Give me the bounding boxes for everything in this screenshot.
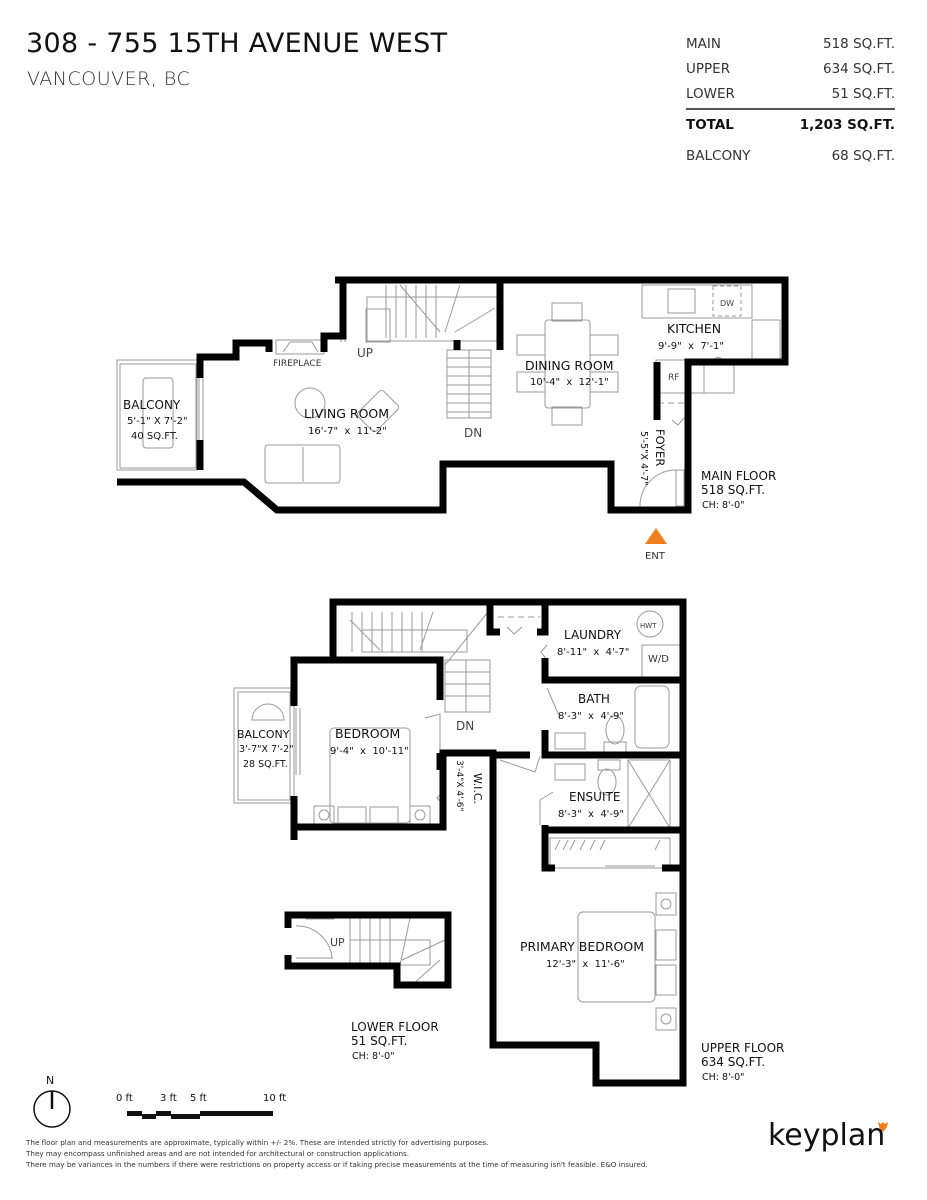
bath-name: BATH bbox=[578, 692, 610, 706]
dining-room-dims: 10'-4" x 12'-1" bbox=[530, 377, 609, 388]
bedroom-dims: 9'-4" x 10'-11" bbox=[330, 746, 409, 757]
fox-logo-icon bbox=[878, 1122, 888, 1132]
area-label: BALCONY bbox=[686, 148, 751, 164]
area-row-total: TOTAL 1,203 SQ.FT. bbox=[686, 108, 895, 138]
north-compass-icon bbox=[33, 1090, 71, 1128]
area-value: 518 SQ.FT. bbox=[822, 36, 895, 52]
upper-floor-label: UPPER FLOOR bbox=[701, 1041, 784, 1055]
lower-floor-label: LOWER FLOOR bbox=[351, 1020, 439, 1034]
area-value: 634 SQ.FT. bbox=[822, 61, 895, 77]
area-row-upper: UPPER 634 SQ.FT. bbox=[686, 57, 895, 82]
bath-dims: 8'-3" x 4'-9" bbox=[558, 711, 624, 722]
main-floor-ceiling: CH: 8'-0" bbox=[702, 500, 745, 511]
north-label: N bbox=[46, 1074, 54, 1087]
area-label: UPPER bbox=[686, 61, 731, 77]
wic-dims: 3'-4"X 4'-6" bbox=[454, 760, 464, 812]
primary-bedroom-name: PRIMARY BEDROOM bbox=[520, 939, 644, 954]
scale-tick-0: 0 ft bbox=[116, 1093, 133, 1104]
primary-bedroom-dims: 12'-3" x 11'-6" bbox=[546, 959, 625, 970]
property-address: 308 - 755 15TH AVENUE WEST bbox=[26, 28, 448, 59]
area-row-lower: LOWER 51 SQ.FT. bbox=[686, 82, 895, 107]
area-summary-table: MAIN 518 SQ.FT. UPPER 634 SQ.FT. LOWER 5… bbox=[686, 32, 895, 169]
wic-name: W.I.C. bbox=[471, 773, 484, 804]
upper-stairs-dn-label: DN bbox=[456, 719, 474, 733]
upper-balcony-area: 28 SQ.FT. bbox=[243, 759, 288, 770]
foyer-name: FOYER bbox=[653, 429, 667, 466]
entrance-marker-icon bbox=[645, 528, 667, 544]
scale-tick-10: 10 ft bbox=[263, 1093, 286, 1104]
area-label: LOWER bbox=[686, 86, 735, 102]
main-balcony-dims: 5'-1" X 7'-2" bbox=[127, 416, 188, 427]
lower-stairs-up-label: UP bbox=[330, 936, 345, 949]
ensuite-name: ENSUITE bbox=[569, 790, 620, 804]
main-balcony-area: 40 SQ.FT. bbox=[131, 431, 178, 442]
property-city: VANCOUVER, BC bbox=[27, 68, 191, 90]
main-balcony-name: BALCONY bbox=[123, 398, 181, 412]
area-row-main: MAIN 518 SQ.FT. bbox=[686, 32, 895, 57]
main-floor-area: 518 SQ.FT. bbox=[701, 483, 765, 497]
disclaimer: The floor plan and measurements are appr… bbox=[26, 1137, 648, 1170]
area-label: MAIN bbox=[686, 36, 721, 52]
upper-floor-area: 634 SQ.FT. bbox=[701, 1055, 765, 1069]
area-row-balcony: BALCONY 68 SQ.FT. bbox=[686, 144, 895, 169]
lower-floor-ceiling: CH: 8'-0" bbox=[352, 1051, 395, 1062]
foyer-dims: 5'-5"X 4'-7" bbox=[638, 431, 649, 486]
upper-balcony-name: BALCONY bbox=[237, 728, 290, 741]
upper-floor-walls bbox=[290, 598, 687, 1087]
entrance-label: ENT bbox=[645, 551, 666, 562]
kitchen-name: KITCHEN bbox=[667, 321, 721, 336]
disclaimer-line: The floor plan and measurements are appr… bbox=[26, 1138, 489, 1147]
disclaimer-line: There may be variances in the numbers if… bbox=[26, 1160, 648, 1169]
fridge-label: RF bbox=[668, 373, 679, 383]
area-value: 51 SQ.FT. bbox=[831, 86, 895, 102]
disclaimer-line: They may encompass unfinished areas and … bbox=[26, 1149, 410, 1158]
living-room-dims: 16'-7" x 11'-2" bbox=[308, 426, 387, 437]
lower-floor-area: 51 SQ.FT. bbox=[351, 1034, 407, 1048]
dining-room-name: DINING ROOM bbox=[525, 358, 614, 373]
area-label: TOTAL bbox=[686, 117, 734, 133]
main-floor-walls bbox=[117, 276, 789, 514]
stairs-dn-label: DN bbox=[464, 426, 482, 440]
area-value: 1,203 SQ.FT. bbox=[799, 117, 895, 133]
scale-tick-5: 5 ft bbox=[190, 1093, 207, 1104]
scale-bar bbox=[127, 1111, 273, 1119]
bedroom-name: BEDROOM bbox=[335, 726, 400, 741]
ensuite-dims: 8'-3" x 4'-9" bbox=[558, 809, 624, 820]
dishwasher-label: DW bbox=[720, 299, 734, 308]
washer-dryer-label: W/D bbox=[648, 654, 669, 665]
laundry-dims: 8'-11" x 4'-7" bbox=[557, 647, 629, 658]
lower-floor-walls bbox=[284, 911, 452, 989]
upper-balcony-dims: 3'-7"X 7'-2" bbox=[239, 744, 294, 755]
balcony-outline bbox=[116, 359, 198, 471]
keyplan-logo: keyplan bbox=[768, 1118, 886, 1153]
stairs-up-label: UP bbox=[357, 346, 373, 360]
hot-water-tank-label: HWT bbox=[640, 622, 657, 630]
living-room-name: LIVING ROOM bbox=[304, 406, 389, 421]
upper-floor-ceiling: CH: 8'-0" bbox=[702, 1072, 745, 1083]
laundry-name: LAUNDRY bbox=[564, 628, 622, 642]
kitchen-dims: 9'-9" x 7'-1" bbox=[658, 341, 724, 352]
fireplace-label: FIREPLACE bbox=[273, 359, 322, 369]
scale-tick-3: 3 ft bbox=[160, 1093, 177, 1104]
main-floor-label: MAIN FLOOR bbox=[701, 469, 776, 483]
area-value: 68 SQ.FT. bbox=[831, 148, 895, 164]
